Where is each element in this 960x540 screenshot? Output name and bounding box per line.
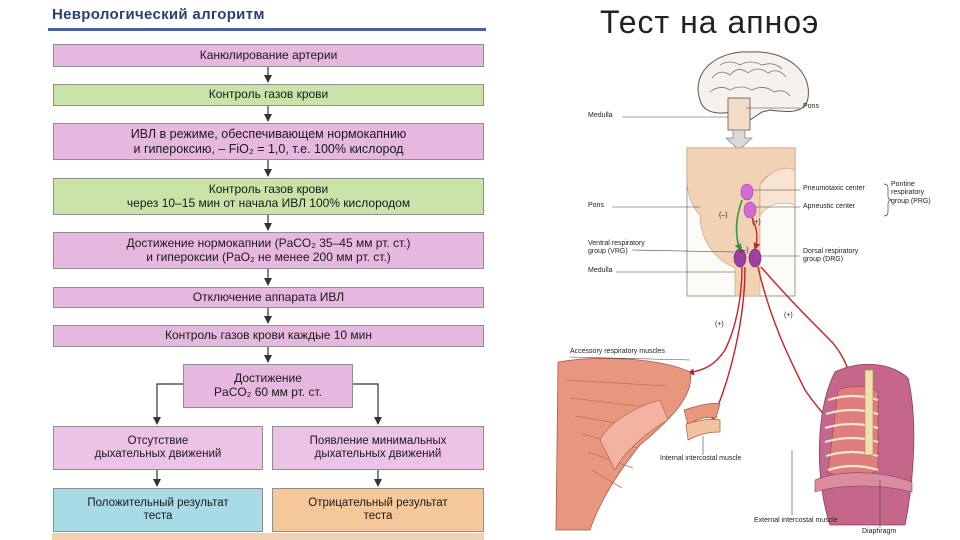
step-blood-gas-every-10min: Контроль газов крови каждые 10 мин <box>53 325 484 347</box>
thorax-drawing <box>814 363 915 526</box>
branch-text-line2: дыхательных движений <box>314 448 442 460</box>
label-external-intercostal: External intercostal muscle <box>754 517 838 524</box>
result-text-line1: Положительный результат <box>87 496 229 509</box>
step-text-line1: Контроль газов крови <box>208 181 329 196</box>
result-text-line2: теста <box>143 510 173 522</box>
branch-text-line2: дыхательных движений <box>94 448 222 460</box>
step-ventilator-off: Отключение аппарата ИВЛ <box>53 287 484 308</box>
algorithm-title: Неврологический алгоритм <box>52 6 265 23</box>
brain-drawing <box>697 51 809 151</box>
step-text-line2: и гипероксии (PaO₂ не менее 200 мм рт. с… <box>146 249 391 264</box>
step-arterial-cannulation: Канюлирование артерии <box>53 44 484 67</box>
step-text-line2: и гипероксию, – FiO₂ = 1,0, т.е. 100% ки… <box>133 141 404 156</box>
label-medulla-side: Medulla <box>588 267 613 274</box>
result-negative: Отрицательный результат теста <box>272 488 484 532</box>
step-normocapnia-hyperoxia: Достижение нормокапнии (PaCO₂ 35–45 мм р… <box>53 232 484 269</box>
step-paco2-60: Достижение PaCO₂ 60 мм рт. ст. <box>183 364 353 408</box>
branch-text-line1: Отсутствие <box>127 434 189 447</box>
step-ventilation-mode: ИВЛ в режиме, обеспечивающем нормокапнию… <box>53 123 484 160</box>
label-pontine-line3: group (PRG) <box>891 197 931 205</box>
label-apneustic-center: Apneustic center <box>803 203 856 210</box>
label-pontine-line1: Pontine <box>891 181 915 188</box>
label-plus-left: (+) <box>715 321 724 328</box>
bracket-prg <box>883 183 893 217</box>
pneumotaxic-center-shape <box>740 183 754 201</box>
label-pons-top: Pons <box>803 103 819 110</box>
apneustic-center-shape <box>743 201 757 219</box>
step-text: Контроль газов крови <box>208 87 329 102</box>
leader-vrg <box>631 249 735 253</box>
label-internal-intercostal: Internal intercostal muscle <box>660 455 742 462</box>
step-text-line2: PaCO₂ 60 мм рт. ст. <box>214 385 322 399</box>
drg-shape <box>748 248 762 268</box>
label-drg-line2: group (DRG) <box>803 256 844 264</box>
arrow-right-branch <box>353 383 382 425</box>
label-medulla-top: Medulla <box>588 112 613 119</box>
label-plus-1: (+) <box>752 219 761 226</box>
step-text-line2: через 10–15 мин от начала ИВЛ 100% кисло… <box>126 195 411 210</box>
label-vrg-line2: group (VRG) <box>588 248 628 256</box>
branch-minimal-breathing: Появление минимальных дыхательных движен… <box>272 426 484 470</box>
step-blood-gas-control-15min: Контроль газов крови через 10–15 мин от … <box>53 178 484 215</box>
step-text: Контроль газов крови каждые 10 мин <box>165 328 372 343</box>
step-text-line1: Достижение <box>234 371 302 386</box>
label-drg: Dorsal respiratory group (DRG) <box>803 248 858 265</box>
branch-no-breathing: Отсутствие дыхательных движений <box>53 426 263 470</box>
result-text-line1: Отрицательный результат <box>308 496 448 509</box>
label-vrg: Ventral respiratory group (VRG) <box>588 240 645 257</box>
label-drg-line1: Dorsal respiratory <box>803 248 859 255</box>
step-text: Отключение аппарата ИВЛ <box>192 289 345 304</box>
result-text-line2: теста <box>363 510 393 522</box>
arrow-left-branch <box>153 383 183 425</box>
step-text-line1: Достижение нормокапнии (PaCO₂ 35–45 мм р… <box>126 235 411 250</box>
internal-intercostal-drawing <box>683 403 721 441</box>
brainstem-panel <box>686 147 796 297</box>
result-positive: Положительный результат теста <box>53 488 263 532</box>
label-accessory-muscles: Accessory respiratory muscles <box>570 348 665 355</box>
leader-accessory <box>569 356 691 361</box>
label-pons-side: Pons <box>588 202 604 209</box>
label-minus-1: (–) <box>719 212 728 219</box>
label-pontine-group: Pontine respiratory group (PRG) <box>891 181 931 206</box>
label-pneumotaxic-center: Pneumotaxic center <box>803 185 865 192</box>
title-underline <box>48 28 486 31</box>
step-text: Канюлирование артерии <box>199 47 338 62</box>
label-pontine-line2: respiratory <box>891 189 925 197</box>
slide-title: Тест на апноэ <box>600 4 820 40</box>
bottom-strip <box>52 533 484 540</box>
step-text-line1: ИВЛ в режиме, обеспечивающем нормокапнию <box>130 127 407 142</box>
step-blood-gas-control: Контроль газов крови <box>53 84 484 106</box>
label-diaphragm: Diaphragm <box>862 528 897 535</box>
pathway-to-accessory <box>687 266 743 376</box>
accessory-muscles-drawing <box>555 357 692 531</box>
label-plus-right: (+) <box>784 312 793 319</box>
branch-text-line1: Появление минимальных <box>309 434 447 447</box>
label-vrg-line1: Ventral respiratory <box>588 240 645 247</box>
label-minus-2: (–) <box>740 247 749 254</box>
